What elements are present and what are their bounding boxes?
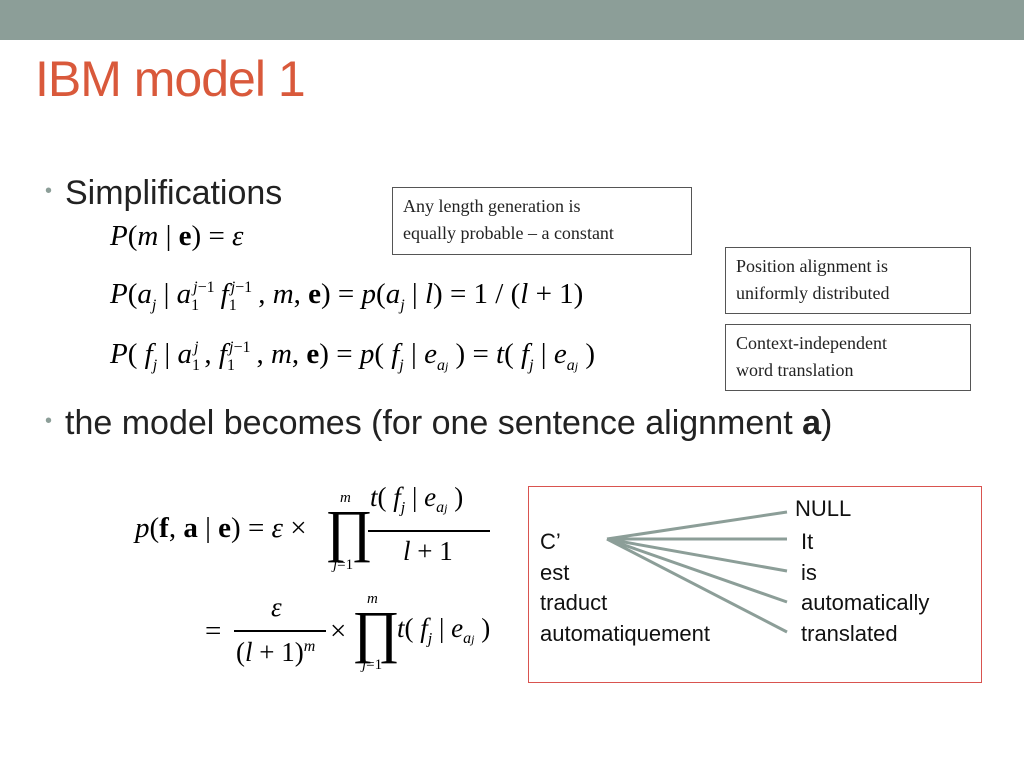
note-line: Context-independent (736, 333, 887, 353)
note-line: Position alignment is (736, 256, 889, 276)
alignment-link (606, 510, 788, 541)
english-word: translated (801, 621, 898, 646)
french-word: traduct (540, 590, 608, 615)
alignment-diagram: C’ est traduct automatiquement NULL It i… (528, 486, 982, 683)
alignment-link (606, 537, 788, 573)
bullet-dot: • (45, 410, 53, 432)
english-word: automatically (801, 590, 930, 615)
top-bar (0, 0, 1024, 40)
bullet-dot: • (45, 180, 53, 202)
bullet-text-suffix: ) (821, 404, 833, 442)
english-word: It (801, 529, 814, 554)
french-word: est (540, 560, 570, 585)
alignment-lines (606, 510, 788, 634)
note-line: word translation (736, 360, 854, 380)
bullet-text-bold: a (802, 404, 822, 442)
bullet-text: Simplifications (65, 174, 283, 212)
alignment-link (606, 537, 788, 634)
note-line: uniformly distributed (736, 283, 890, 303)
english-word: is (801, 560, 817, 585)
note-position-alignment: Position alignment is uniformly distribu… (725, 247, 971, 314)
english-word: NULL (795, 496, 852, 521)
french-word: automatiquement (540, 621, 710, 646)
alignment-link (606, 537, 788, 604)
equation-translation: P( fj | a1j, f1j−1, m, e) = p( fj | eaj … (110, 338, 595, 374)
note-length-generation: Any length generation is equally probabl… (392, 187, 692, 255)
french-word: C’ (540, 529, 561, 554)
equation-length: P(m | e) = ε (110, 220, 244, 252)
note-context-independent: Context-independent word translation (725, 324, 971, 391)
note-line: Any length generation is (403, 196, 581, 216)
bullet-text: the model becomes (for one sentence alig… (65, 404, 803, 442)
slide-title: IBM model 1 (35, 51, 306, 107)
note-line: equally probable – a constant (403, 223, 614, 243)
bullet-simplifications: • Simplifications (45, 174, 283, 213)
bullet-model-becomes: • the model becomes (for one sentence al… (45, 404, 833, 443)
